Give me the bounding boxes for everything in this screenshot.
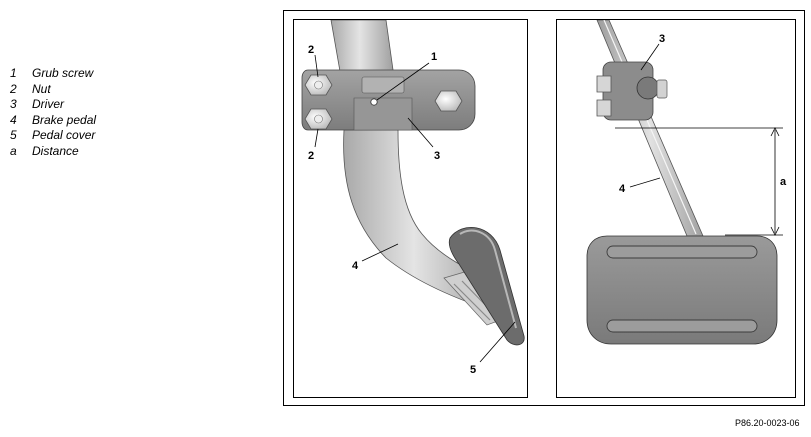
legend-label: Driver bbox=[32, 97, 64, 111]
figure-reference: P86.20-0023-06 bbox=[735, 418, 800, 428]
pedal-cover bbox=[448, 227, 525, 346]
legend-label: Pedal cover bbox=[32, 128, 96, 142]
grub-screw bbox=[370, 98, 378, 106]
callout-5: 5 bbox=[470, 364, 476, 376]
leader-lines bbox=[314, 54, 516, 363]
nut-side-left-lower bbox=[596, 99, 612, 117]
nut-bottom-center bbox=[314, 114, 323, 124]
callout-3: 3 bbox=[659, 33, 665, 45]
legend-item: 1 Grub screw bbox=[10, 66, 96, 82]
left-view-drawing: 1 2 2 3 4 5 bbox=[301, 20, 525, 376]
legend-item: 4 Brake pedal bbox=[10, 113, 96, 129]
legend-key: 5 bbox=[10, 128, 17, 142]
legend-label: Grub screw bbox=[32, 66, 94, 80]
callout-a: a bbox=[780, 176, 787, 188]
nut-side-left bbox=[596, 75, 612, 93]
brake-pedal-rod-highlight bbox=[603, 20, 697, 235]
legend-label: Nut bbox=[32, 81, 51, 96]
callout-1: 1 bbox=[431, 51, 437, 63]
figure-frame bbox=[283, 10, 805, 406]
legend-item: 2 Nut bbox=[10, 82, 96, 98]
pedal-cover-edge bbox=[459, 229, 517, 329]
legend-key: 4 bbox=[10, 112, 17, 127]
pedal-pad-body bbox=[586, 235, 778, 345]
pedal-pad bbox=[586, 235, 778, 345]
left-view-panel: 1 2 2 3 4 5 bbox=[293, 19, 528, 398]
callout-4: 4 bbox=[352, 260, 359, 272]
legend-key: 3 bbox=[10, 97, 17, 111]
pedal-pad-groove-bottom bbox=[606, 319, 758, 333]
legend: 1 Grub screw 2 Nut 3 Driver 4 Brake pedal 5 P… bbox=[10, 66, 96, 159]
distance-dimension bbox=[615, 127, 783, 236]
callout-2-top: 2 bbox=[308, 44, 314, 56]
legend-label: Distance bbox=[32, 143, 79, 158]
driver-recess bbox=[353, 97, 413, 131]
right-view-panel: 3 4 a bbox=[556, 19, 796, 398]
legend-item: a Distance bbox=[10, 144, 96, 160]
legend-item: 5 Pedal cover bbox=[10, 128, 96, 144]
legend-item: 3 Driver bbox=[10, 97, 96, 113]
driver-right-cap bbox=[656, 79, 668, 99]
legend-key: a bbox=[10, 143, 17, 158]
pedal-pad-groove-top bbox=[606, 245, 758, 259]
leader-lines bbox=[629, 43, 661, 188]
driver-slot bbox=[361, 76, 405, 94]
driver-assembly bbox=[596, 61, 668, 121]
callout-3: 3 bbox=[434, 150, 440, 162]
legend-label: Brake pedal bbox=[32, 112, 97, 127]
callout-4: 4 bbox=[619, 183, 626, 195]
callout-2-bottom: 2 bbox=[308, 150, 314, 162]
nut-top-center bbox=[314, 80, 323, 90]
right-view-drawing: 3 4 a bbox=[586, 20, 787, 345]
bolt-right bbox=[434, 90, 463, 112]
legend-key: 1 bbox=[10, 66, 17, 80]
legend-key: 2 bbox=[10, 81, 17, 96]
driver-ball bbox=[636, 76, 660, 100]
